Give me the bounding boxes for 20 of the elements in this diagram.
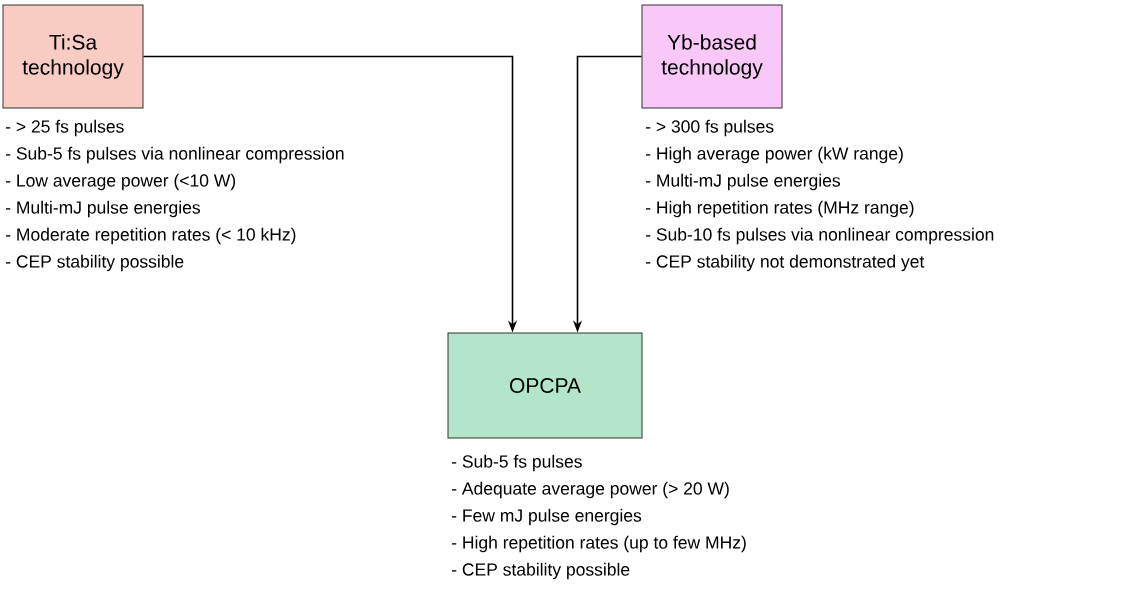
list-item: - High repetition rates (up to few MHz) — [452, 535, 746, 553]
list-item: - Multi-mJ pulse energies — [646, 173, 840, 191]
list-item: - Moderate repetition rates (< 10 kHz) — [6, 227, 296, 245]
list-item: - > 300 fs pulses — [646, 119, 774, 137]
list-item: - Multi-mJ pulse energies — [6, 200, 200, 218]
list-item: - High average power (kW range) — [646, 146, 903, 164]
list-item: - Sub-10 fs pulses via nonlinear compression — [646, 227, 994, 245]
process-box: Ti:Sa technology — [2, 4, 144, 109]
process-box: Yb-based technology — [641, 4, 783, 109]
list-item: - Low average power (<10 W) — [6, 173, 236, 191]
list-item: - CEP stability possible — [6, 254, 184, 272]
list-item: - Few mJ pulse energies — [452, 508, 642, 526]
list-item: - Sub-5 fs pulses via nonlinear compression — [6, 146, 344, 164]
list-item: - Sub-5 fs pulses — [452, 454, 582, 472]
process-box: OPCPA — [447, 332, 643, 439]
list-item: - CEP stability not demonstrated yet — [646, 254, 925, 272]
list-item: - CEP stability possible — [452, 562, 630, 580]
list-item: - > 25 fs pulses — [6, 119, 124, 137]
list-item: - High repetition rates (MHz range) — [646, 200, 914, 218]
list-item: - Adequate average power (> 20 W) — [452, 481, 729, 499]
